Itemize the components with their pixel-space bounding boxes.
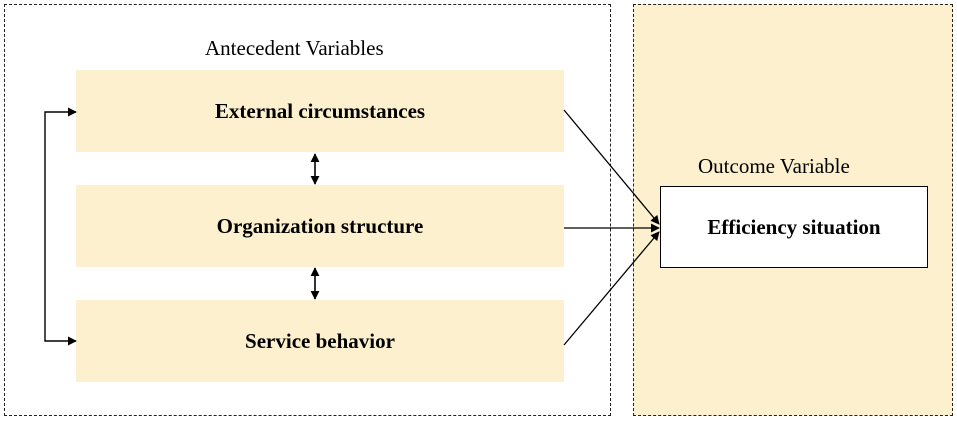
antecedent-variables-title: Antecedent Variables — [205, 36, 384, 60]
efficiency-situation-label: Efficiency situation — [707, 214, 881, 239]
service-behavior-box: Service behavior — [76, 300, 564, 382]
external-circumstances-box: External circumstances — [76, 70, 564, 152]
organization-structure-box: Organization structure — [76, 185, 564, 267]
efficiency-situation-box: Efficiency situation — [660, 186, 928, 268]
external-circumstances-label: External circumstances — [214, 98, 426, 123]
service-behavior-label: Service behavior — [245, 328, 395, 353]
outcome-variable-title: Outcome Variable — [698, 154, 850, 178]
organization-structure-label: Organization structure — [216, 213, 424, 238]
